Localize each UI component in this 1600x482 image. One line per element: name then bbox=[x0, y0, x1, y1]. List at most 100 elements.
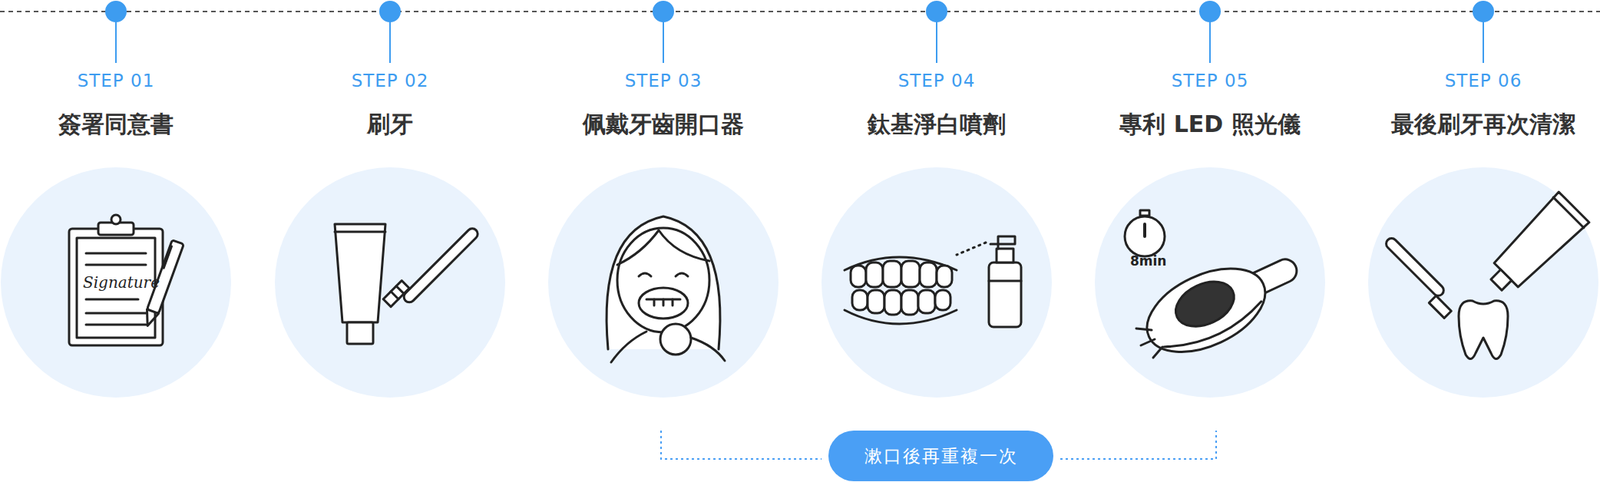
illustration-part bbox=[85, 252, 146, 255]
illustration-part bbox=[882, 261, 902, 288]
illustration-part bbox=[1168, 273, 1241, 336]
whitening-spray-icon bbox=[844, 236, 1022, 328]
step-number: STEP 02 bbox=[273, 70, 507, 91]
illustration-part bbox=[646, 298, 681, 301]
step-number: STEP 01 bbox=[0, 70, 233, 91]
circle-shape bbox=[1093, 67, 1327, 400]
pill-text: 漱口後再重複一次 bbox=[864, 444, 1019, 469]
illustration-part bbox=[334, 231, 386, 234]
illustration-part bbox=[390, 291, 399, 300]
illustration-part bbox=[383, 280, 410, 308]
illustration-part bbox=[1209, 11, 1211, 63]
illustration-part bbox=[1060, 430, 1217, 460]
illustration-part bbox=[389, 11, 391, 63]
illustration-part bbox=[85, 323, 146, 327]
illustration-part bbox=[383, 218, 480, 315]
illustration-part bbox=[1235, 255, 1301, 303]
repeat-bracket bbox=[661, 430, 1217, 460]
step-title: 佩戴牙齒開口器 bbox=[546, 109, 781, 141]
illustration-part bbox=[1140, 339, 1155, 346]
illustration-part bbox=[1163, 301, 1267, 358]
illustration-part bbox=[111, 214, 121, 225]
step-circle: STEP 01簽署同意書 bbox=[0, 67, 233, 400]
step-title: 最後刷牙再次清潔 bbox=[1366, 109, 1600, 141]
illustration-part bbox=[988, 262, 1022, 328]
illustration-part bbox=[1384, 236, 1447, 299]
illustration-part bbox=[1428, 295, 1452, 318]
step-title: 鈦基淨白噴劑 bbox=[819, 109, 1054, 141]
illustration-part bbox=[1482, 11, 1485, 63]
illustration-part bbox=[901, 261, 920, 288]
illustration-part bbox=[935, 11, 938, 63]
illustration-part bbox=[653, 299, 656, 306]
illustration-part bbox=[919, 262, 937, 288]
illustration-part bbox=[844, 310, 957, 324]
circle-fill bbox=[0, 167, 232, 398]
clipboard-icon bbox=[69, 214, 184, 346]
step-number: STEP 06 bbox=[1366, 70, 1600, 91]
illustration-part bbox=[1458, 300, 1508, 360]
illustration-part bbox=[990, 236, 1015, 249]
illustration-part bbox=[1473, 1, 1494, 22]
illustration-part bbox=[105, 1, 126, 22]
step-number: STEP 04 bbox=[819, 70, 1054, 91]
circle-shape bbox=[273, 67, 507, 400]
timeline-line bbox=[0, 10, 1600, 13]
illustration-part bbox=[98, 222, 134, 235]
illustration-part bbox=[69, 228, 163, 346]
circle-shape bbox=[1366, 67, 1600, 400]
step-title: 專利 LED 照光儀 bbox=[1093, 109, 1327, 141]
step-circle: STEP 02刷牙 bbox=[273, 67, 507, 400]
illustration-part bbox=[115, 11, 117, 63]
step-circle: STEP 05專利 LED 照光儀 bbox=[1093, 67, 1327, 400]
circle-fill bbox=[1368, 167, 1599, 398]
illustration-part bbox=[936, 265, 953, 288]
illustration-part bbox=[675, 273, 688, 277]
illustration-part bbox=[918, 290, 936, 314]
illustration-part bbox=[1140, 210, 1150, 216]
step-circle: STEP 04 鈦基淨白噴劑 bbox=[819, 67, 1054, 400]
illustration-part bbox=[85, 312, 146, 315]
circle-shape bbox=[0, 67, 233, 400]
illustration-part bbox=[1480, 191, 1590, 301]
illustration-part bbox=[661, 430, 822, 460]
illustration-part bbox=[606, 216, 721, 350]
illustration-part bbox=[956, 242, 986, 255]
illustration-part bbox=[935, 290, 951, 311]
illustration-part bbox=[1153, 347, 1163, 358]
illustration-part bbox=[401, 226, 480, 305]
illustration-part bbox=[146, 240, 184, 315]
step-circle: STEP 03佩戴牙齒開口器 bbox=[546, 67, 781, 400]
illustration-part bbox=[76, 238, 156, 338]
led-device-icon bbox=[1124, 210, 1312, 370]
illustration-part bbox=[662, 299, 665, 306]
illustration-part bbox=[844, 257, 957, 271]
illustration-part bbox=[690, 337, 725, 361]
illustration-part bbox=[611, 331, 647, 363]
illustration-part bbox=[1133, 251, 1279, 370]
illustration-part bbox=[996, 248, 1014, 263]
illustration-part bbox=[988, 280, 1022, 283]
illustration-part bbox=[85, 298, 139, 301]
illustration-part bbox=[617, 228, 710, 333]
illustration-part bbox=[1490, 269, 1512, 291]
illustration-part bbox=[617, 230, 710, 265]
illustration-label: 8min bbox=[1130, 253, 1167, 269]
illustration-part bbox=[653, 1, 674, 22]
illustration-part bbox=[850, 265, 867, 288]
toothpaste-icon bbox=[334, 218, 480, 344]
illustration-part bbox=[638, 287, 688, 319]
circle-fill bbox=[548, 167, 779, 398]
illustration-part bbox=[884, 290, 902, 315]
illustration-part bbox=[85, 264, 146, 267]
illustration-label: Signature bbox=[82, 273, 160, 292]
illustration-part bbox=[901, 290, 919, 315]
final-brushing-icon bbox=[1376, 191, 1589, 359]
illustration-part bbox=[1553, 197, 1584, 229]
illustration-part bbox=[163, 246, 172, 268]
illustration-part bbox=[1124, 216, 1165, 257]
illustration-part bbox=[1136, 328, 1152, 331]
illustration-part bbox=[867, 290, 885, 314]
